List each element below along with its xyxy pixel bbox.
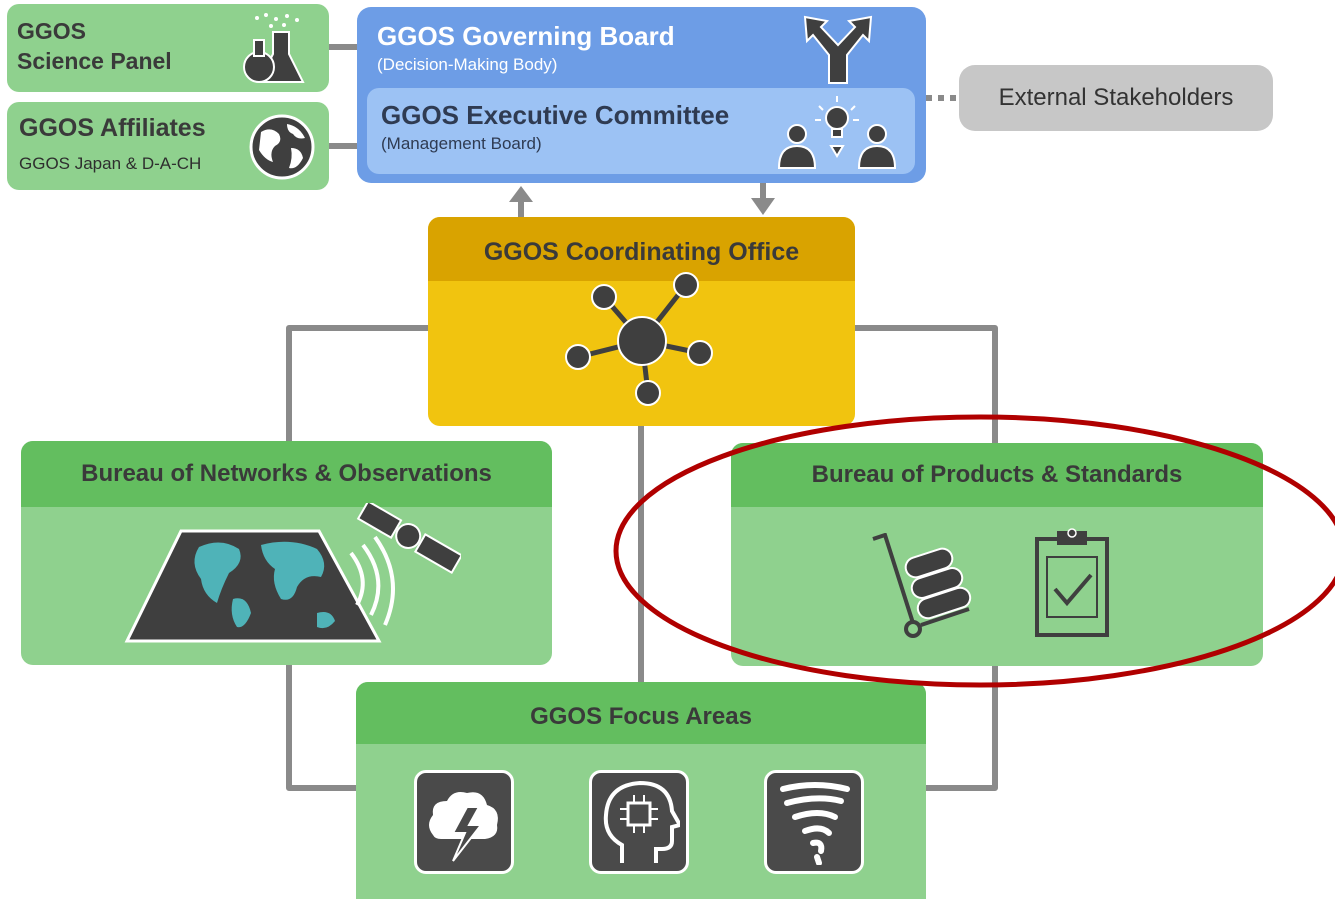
globe-icon	[249, 114, 315, 180]
focus-areas-box: GGOS Focus Areas	[356, 682, 926, 899]
focus-areas-header: GGOS Focus Areas	[356, 682, 926, 744]
network-hub-icon	[565, 272, 713, 406]
bureau-networks-header: Bureau of Networks & Observations	[21, 441, 552, 507]
science-panel-line2: Science Panel	[17, 48, 172, 74]
bureau-networks-box: Bureau of Networks & Observations	[21, 441, 552, 665]
science-panel-title: GGOS Science Panel	[17, 16, 172, 76]
people-idea-icon	[777, 96, 897, 169]
focus-areas-title: GGOS Focus Areas	[530, 703, 752, 730]
executive-committee-title: GGOS Executive Committee	[381, 100, 730, 130]
focus-tile-tornado	[764, 770, 864, 874]
bureau-products-box: Bureau of Products & Standards	[731, 443, 1263, 666]
satellite-map-icon	[124, 503, 461, 643]
tornado-icon	[780, 782, 850, 865]
ai-head-icon	[603, 780, 680, 863]
hand-truck-icon	[872, 533, 972, 638]
affiliates-title: GGOS Affiliates	[19, 114, 206, 142]
coordinating-office-box: GGOS Coordinating Office	[428, 217, 855, 426]
executive-committee-box: GGOS Executive Committee (Management Boa…	[367, 88, 915, 174]
coordinating-office-header: GGOS Coordinating Office	[428, 217, 855, 281]
external-stakeholders-label: External Stakeholders	[998, 84, 1234, 111]
science-panel-box: GGOS Science Panel	[7, 4, 329, 92]
external-stakeholders-box: External Stakeholders	[959, 65, 1273, 131]
arrow-up-head	[509, 186, 533, 202]
bureau-products-header: Bureau of Products & Standards	[731, 443, 1263, 507]
executive-committee-subtitle: (Management Board)	[381, 134, 542, 153]
focus-tile-ai	[589, 770, 689, 874]
bureau-products-title: Bureau of Products & Standards	[811, 461, 1183, 488]
governing-board-title: GGOS Governing Board	[377, 21, 675, 51]
storm-cloud-icon	[429, 792, 498, 862]
affiliates-box: GGOS Affiliates GGOS Japan & D-A-CH	[7, 102, 329, 190]
coordinating-office-title: GGOS Coordinating Office	[483, 238, 800, 266]
governing-board-subtitle: (Decision-Making Body)	[377, 55, 558, 74]
fork-arrow-icon	[803, 15, 873, 84]
clipboard-check-icon	[1035, 528, 1109, 637]
bureau-networks-title: Bureau of Networks & Observations	[81, 460, 492, 487]
focus-tile-storm	[414, 770, 514, 874]
affiliates-subtitle: GGOS Japan & D-A-CH	[19, 154, 202, 173]
flasks-icon	[243, 13, 305, 83]
arrow-down-head	[751, 198, 775, 215]
science-panel-line1: GGOS	[17, 18, 87, 44]
